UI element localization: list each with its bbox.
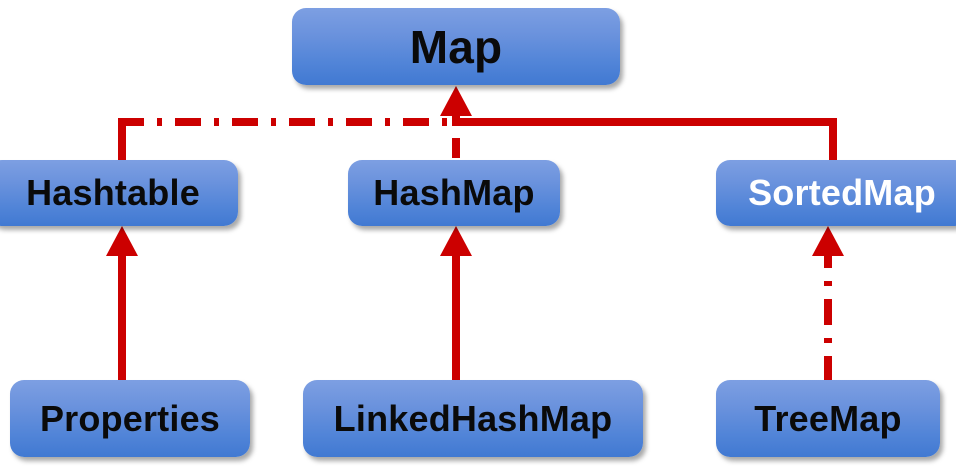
class-node-hashtable-label: Hashtable bbox=[26, 172, 200, 213]
class-node-treemap-label: TreeMap bbox=[754, 397, 902, 439]
class-node-hashmap[interactable]: HashMap bbox=[348, 160, 560, 226]
class-node-treemap[interactable]: TreeMap bbox=[716, 380, 940, 457]
class-node-properties-label: Properties bbox=[39, 397, 221, 439]
arrowhead-into-map bbox=[440, 86, 472, 116]
class-node-hashmap-label: HashMap bbox=[373, 172, 535, 213]
connector-sortedmap-to-map bbox=[452, 118, 837, 162]
arrowhead-into-sortedmap bbox=[812, 226, 844, 256]
class-node-linkedhashmap-label: LinkedHashMap bbox=[333, 397, 613, 439]
class-node-map-label: Map bbox=[409, 20, 503, 73]
class-node-sortedmap[interactable]: SortedMap bbox=[716, 160, 956, 226]
arrowhead-into-hashmap bbox=[440, 226, 472, 256]
class-node-map[interactable]: Map bbox=[292, 8, 620, 85]
class-node-properties[interactable]: Properties bbox=[10, 380, 250, 457]
class-node-linkedhashmap[interactable]: LinkedHashMap bbox=[303, 380, 643, 457]
class-node-hashtable[interactable]: Hashtable bbox=[0, 160, 238, 226]
arrowhead-into-hashtable bbox=[106, 226, 138, 256]
class-node-sortedmap-label: SortedMap bbox=[748, 172, 936, 213]
